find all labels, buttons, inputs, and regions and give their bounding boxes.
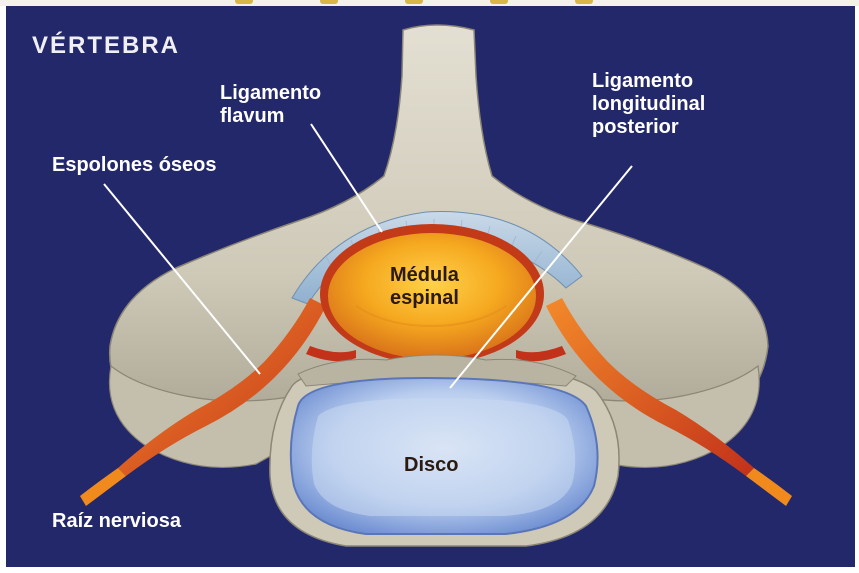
- left-nerve-root-tail: [80, 468, 126, 506]
- label-disco: Disco: [404, 454, 458, 477]
- diagram-title: VÉRTEBRA: [32, 34, 180, 57]
- label-medula: Médula espinal: [390, 264, 459, 310]
- label-ligamento-longitudinal: Ligamento longitudinal posterior: [592, 70, 705, 139]
- label-espolones: Espolones óseos: [52, 154, 217, 177]
- label-raiz: Raíz nerviosa: [52, 510, 181, 533]
- label-ligamento-flavum: Ligamento flavum: [220, 82, 321, 128]
- vertebra-panel: VÉRTEBRA Ligamento flavum Ligamento long…: [6, 6, 855, 567]
- right-nerve-root-tail: [746, 468, 792, 506]
